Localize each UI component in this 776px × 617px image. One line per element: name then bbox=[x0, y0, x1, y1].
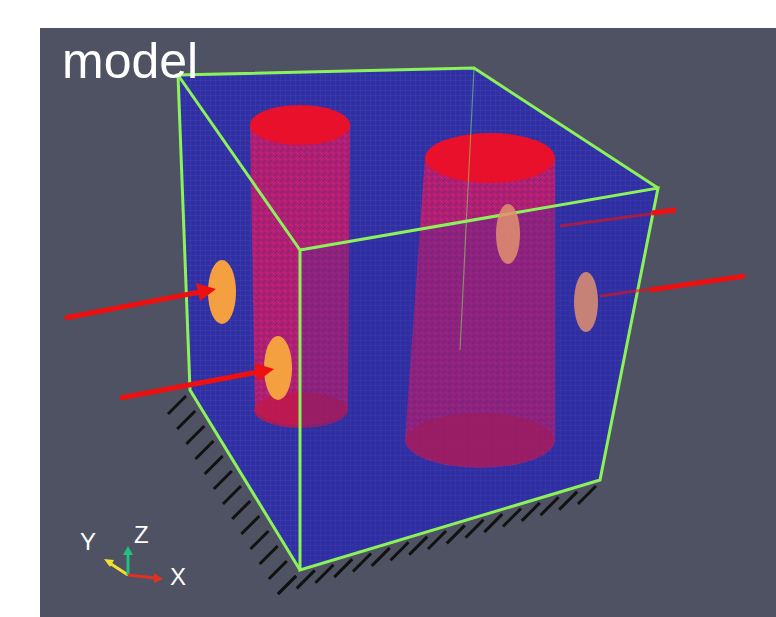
axis-label: X bbox=[170, 565, 186, 589]
axis-label: Z bbox=[134, 523, 149, 547]
hatch-stroke bbox=[232, 501, 250, 519]
hatch-stroke bbox=[241, 516, 259, 534]
hatch-stroke bbox=[409, 537, 427, 555]
load-patch bbox=[208, 204, 598, 400]
hatch-stroke bbox=[269, 561, 287, 579]
cube-mesh bbox=[178, 68, 658, 570]
hatch-stroke bbox=[205, 456, 223, 474]
hatch-stroke bbox=[278, 576, 296, 594]
hatch-stroke bbox=[559, 492, 577, 510]
hatch-stroke bbox=[223, 486, 241, 504]
hatch-stroke bbox=[428, 531, 446, 549]
hatch-stroke bbox=[541, 497, 559, 515]
hatch-stroke bbox=[316, 565, 334, 583]
hatch-stroke bbox=[503, 509, 521, 527]
background-panel bbox=[40, 28, 776, 617]
load-arrow bbox=[65, 210, 745, 398]
panel-title: model bbox=[62, 36, 198, 86]
cube-outline bbox=[178, 68, 658, 570]
hatch-stroke bbox=[297, 570, 315, 588]
hatch-stroke bbox=[391, 542, 409, 560]
hatch-stroke bbox=[214, 471, 232, 489]
hatch-stroke bbox=[578, 486, 596, 504]
cube-body bbox=[178, 68, 658, 570]
hatch-stroke bbox=[334, 559, 352, 577]
axis-triad bbox=[104, 546, 163, 583]
front-face bbox=[300, 188, 658, 570]
hatch-stroke bbox=[196, 441, 214, 459]
hatch-stroke bbox=[260, 546, 278, 564]
hatch-stroke bbox=[372, 548, 390, 566]
hatch-stroke bbox=[168, 396, 186, 414]
hatch-stroke bbox=[447, 525, 465, 543]
axis-label: Y bbox=[80, 530, 96, 554]
hatch-stroke bbox=[522, 503, 540, 521]
hatch-stroke bbox=[278, 576, 296, 594]
hatch-stroke bbox=[186, 426, 204, 444]
hatch-stroke bbox=[251, 531, 269, 549]
hatch-stroke bbox=[466, 520, 484, 538]
hatch-stroke bbox=[177, 411, 195, 429]
hatch-stroke bbox=[484, 514, 502, 532]
hatch-stroke bbox=[353, 554, 371, 572]
